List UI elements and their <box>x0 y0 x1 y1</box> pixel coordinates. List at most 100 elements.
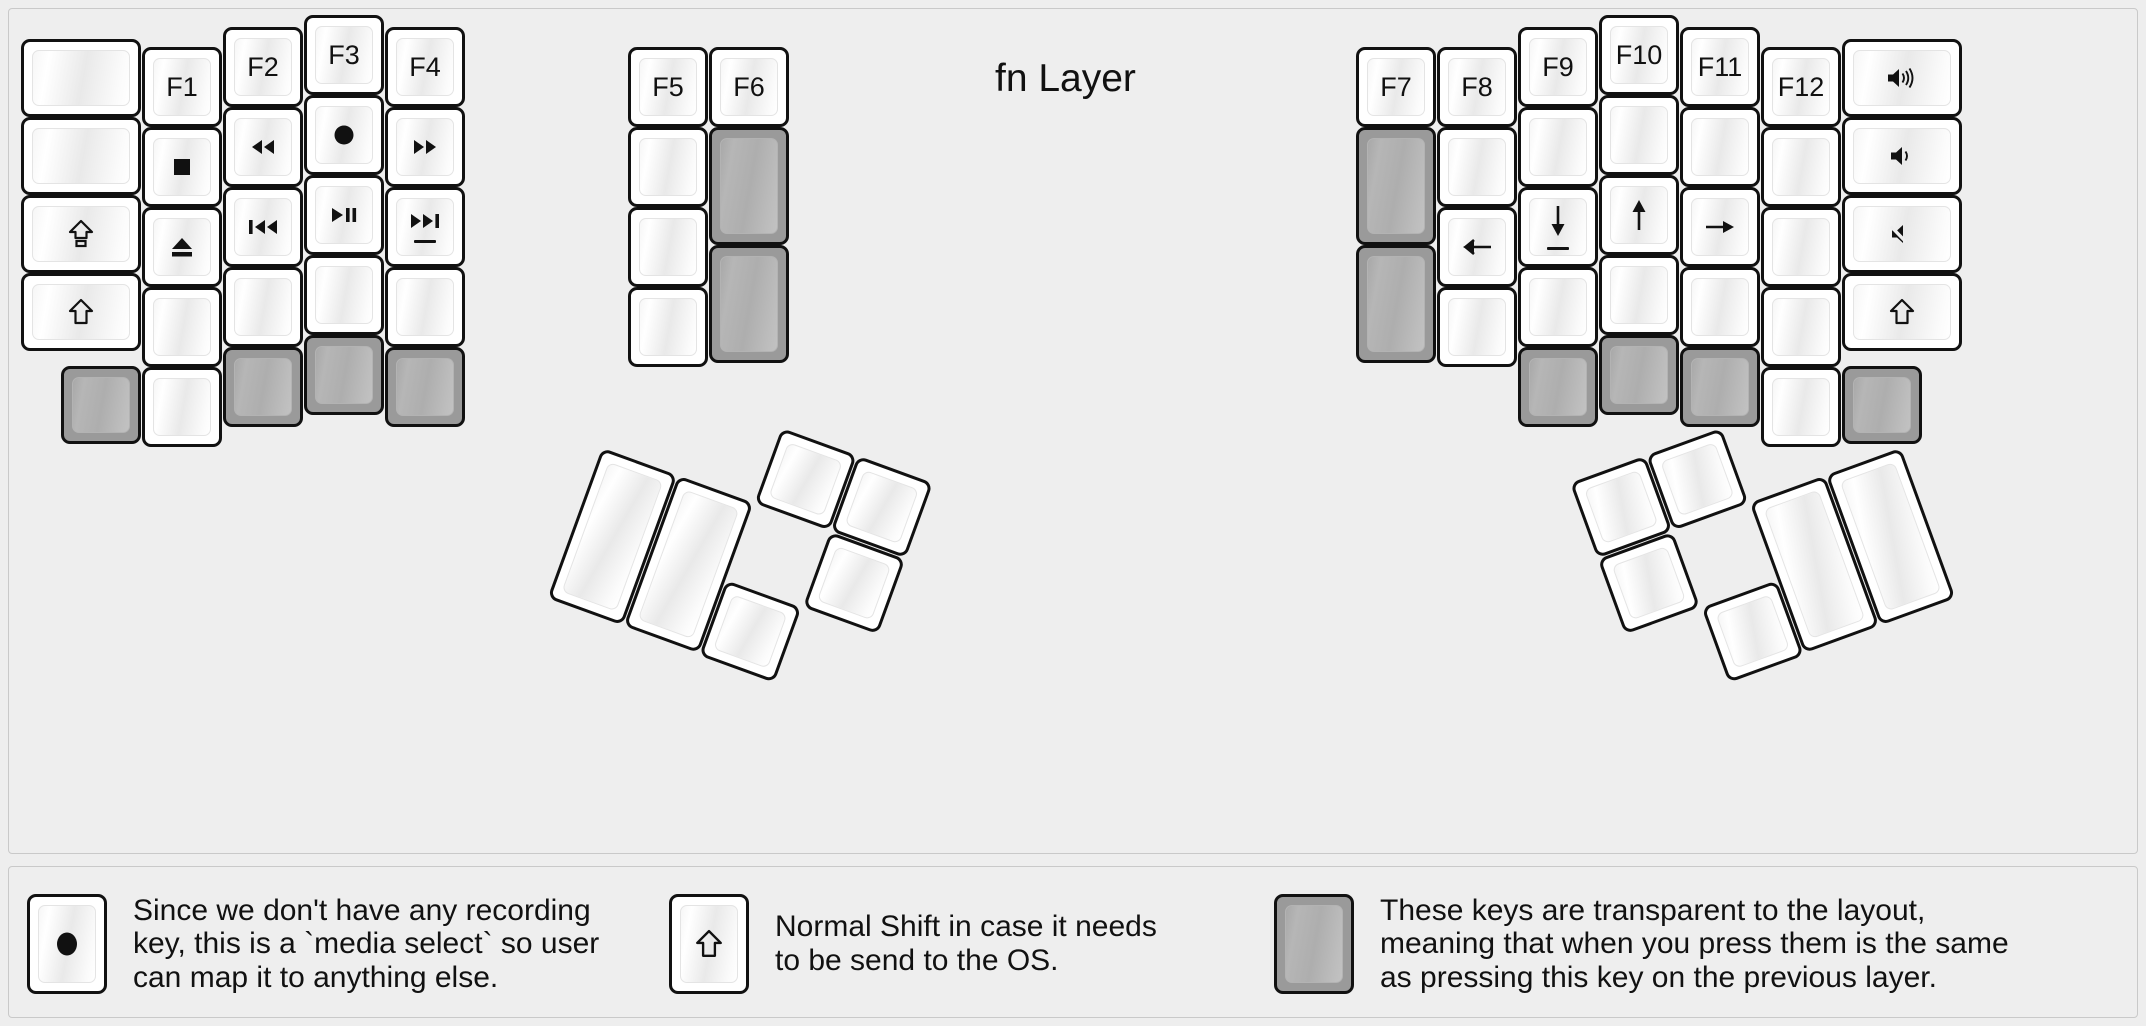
key-left-c2-r2-previous[interactable] <box>223 187 303 267</box>
keycap: F4 <box>396 38 454 96</box>
key-left-c6-r2-transparent-2u[interactable] <box>709 245 789 363</box>
key-right-c1-r1[interactable] <box>1437 127 1517 207</box>
key-left-c1-r3[interactable] <box>142 287 222 367</box>
key-left-c3-r1-record[interactable] <box>304 95 384 175</box>
key-right-c5-r3[interactable] <box>1761 287 1841 367</box>
media-play-pause-icon <box>329 205 359 225</box>
key-right-c1-r3[interactable] <box>1437 287 1517 367</box>
keycap: F12 <box>1772 58 1830 116</box>
key-right-c3-r2-arrow-up[interactable] <box>1599 175 1679 255</box>
keycap <box>32 206 130 262</box>
key-left-c2-r1-rewind[interactable] <box>223 107 303 187</box>
key-right-c4-r2-arrow-right[interactable] <box>1680 187 1760 267</box>
key-right-c3-r3[interactable] <box>1599 255 1679 335</box>
key-right-c2-r4-transparent[interactable] <box>1518 347 1598 427</box>
key-left-c1-r1-stop[interactable] <box>142 127 222 207</box>
volume-mute-icon <box>1889 221 1915 247</box>
key-right-c6-r4-transparent[interactable] <box>1842 366 1922 444</box>
key-label: F8 <box>1461 71 1493 102</box>
keycap <box>1529 278 1587 336</box>
keycap <box>1610 186 1668 244</box>
key-left-c4-r1-fast-forward[interactable] <box>385 107 465 187</box>
keycap <box>315 186 373 244</box>
keycap: F9 <box>1529 38 1587 96</box>
key-left-c5-r1[interactable] <box>628 127 708 207</box>
key-right-c4-r3[interactable] <box>1680 267 1760 347</box>
keycap <box>1772 138 1830 196</box>
keycap <box>1853 206 1951 262</box>
keycap <box>1448 298 1506 356</box>
key-label: F1 <box>166 71 198 102</box>
keycap <box>639 138 697 196</box>
keycap <box>1772 298 1830 356</box>
key-left-c3-r3[interactable] <box>304 255 384 335</box>
key-right-c4-r4-transparent[interactable] <box>1680 347 1760 427</box>
keycap <box>1611 545 1687 621</box>
key-left-c6-r1-transparent-2u[interactable] <box>709 127 789 245</box>
key-left-c0-r1[interactable] <box>21 117 141 195</box>
shift-icon <box>695 929 723 959</box>
keycap <box>844 469 919 545</box>
key-left-c2-r4-transparent[interactable] <box>223 347 303 427</box>
key-right-c6-r2-volume-mute[interactable] <box>1842 195 1962 273</box>
key-right-c0-r0-f7[interactable]: F7 <box>1356 47 1436 127</box>
key-label: F9 <box>1542 51 1574 82</box>
legend-key-transparent <box>1274 894 1354 994</box>
keycap <box>1367 138 1425 234</box>
key-right-c2-r0-f9[interactable]: F9 <box>1518 27 1598 107</box>
key-right-c6-r3-shift[interactable] <box>1842 273 1962 351</box>
key-right-c5-r1[interactable] <box>1761 127 1841 207</box>
key-left-c0-r2-capslock[interactable] <box>21 195 141 273</box>
keycap: F1 <box>153 58 211 116</box>
key-left-c5-r2[interactable] <box>628 207 708 287</box>
key-left-c4-r2-next[interactable] <box>385 187 465 267</box>
key-left-c2-r3[interactable] <box>223 267 303 347</box>
key-right-c1-r2-arrow-left[interactable] <box>1437 207 1517 287</box>
key-left-c3-r0-f3[interactable]: F3 <box>304 15 384 95</box>
left-thumb-cluster <box>513 428 934 808</box>
key-right-c0-r2-transparent-2u[interactable] <box>1356 245 1436 363</box>
key-left-c5-r0-f5[interactable]: F5 <box>628 47 708 127</box>
keycap <box>315 346 373 404</box>
key-left-c3-r2-play-pause[interactable] <box>304 175 384 255</box>
key-right-c0-r1-transparent-2u[interactable] <box>1356 127 1436 245</box>
key-right-c4-r1[interactable] <box>1680 107 1760 187</box>
key-right-c2-r1[interactable] <box>1518 107 1598 187</box>
key-right-c2-r3[interactable] <box>1518 267 1598 347</box>
key-right-c6-r0-volume-up[interactable] <box>1842 39 1962 117</box>
key-left-c0-r3-shift[interactable] <box>21 273 141 351</box>
key-left-c1-r2-eject[interactable] <box>142 207 222 287</box>
key-right-c2-r2-arrow-down[interactable] <box>1518 187 1598 267</box>
key-left-c1-r0-f1[interactable]: F1 <box>142 47 222 127</box>
keycap <box>1853 284 1951 340</box>
key-left-c5-r3[interactable] <box>628 287 708 367</box>
key-left-c4-r4-transparent[interactable] <box>385 347 465 427</box>
key-left-c2-r0-f2[interactable]: F2 <box>223 27 303 107</box>
key-left-c4-r3[interactable] <box>385 267 465 347</box>
key-left-c3-r4-transparent[interactable] <box>304 335 384 415</box>
key-right-c1-r0-f8[interactable]: F8 <box>1437 47 1517 127</box>
key-right-c5-r2[interactable] <box>1761 207 1841 287</box>
key-right-c3-r0-f10[interactable]: F10 <box>1599 15 1679 95</box>
key-left-c1-r4[interactable] <box>142 367 222 447</box>
key-right-c6-r1-volume-down[interactable] <box>1842 117 1962 195</box>
keycap <box>234 278 292 336</box>
volume-down-icon <box>1888 143 1916 169</box>
key-right-c5-r0-f12[interactable]: F12 <box>1761 47 1841 127</box>
key-left-c0-r4-transparent[interactable] <box>61 366 141 444</box>
key-label: F12 <box>1777 71 1825 102</box>
key-right-c4-r0-f11[interactable]: F11 <box>1680 27 1760 107</box>
key-right-c3-r4-transparent[interactable] <box>1599 335 1679 415</box>
keycap <box>1584 469 1659 545</box>
key-left-c6-r0-f6[interactable]: F6 <box>709 47 789 127</box>
key-left-c4-r0-f4[interactable]: F4 <box>385 27 465 107</box>
legend-bar: Since we don't have any recording key, t… <box>8 866 2138 1018</box>
legend-item-shift: Normal Shift in case it needs to be send… <box>669 885 1157 1003</box>
key-right-c3-r1[interactable] <box>1599 95 1679 175</box>
keycap <box>153 218 211 276</box>
media-rewind-icon <box>247 137 279 157</box>
key-right-c5-r4[interactable] <box>1761 367 1841 447</box>
keycap <box>713 594 788 669</box>
key-left-c0-r0[interactable] <box>21 39 141 117</box>
arrow-right-icon <box>1703 216 1737 238</box>
